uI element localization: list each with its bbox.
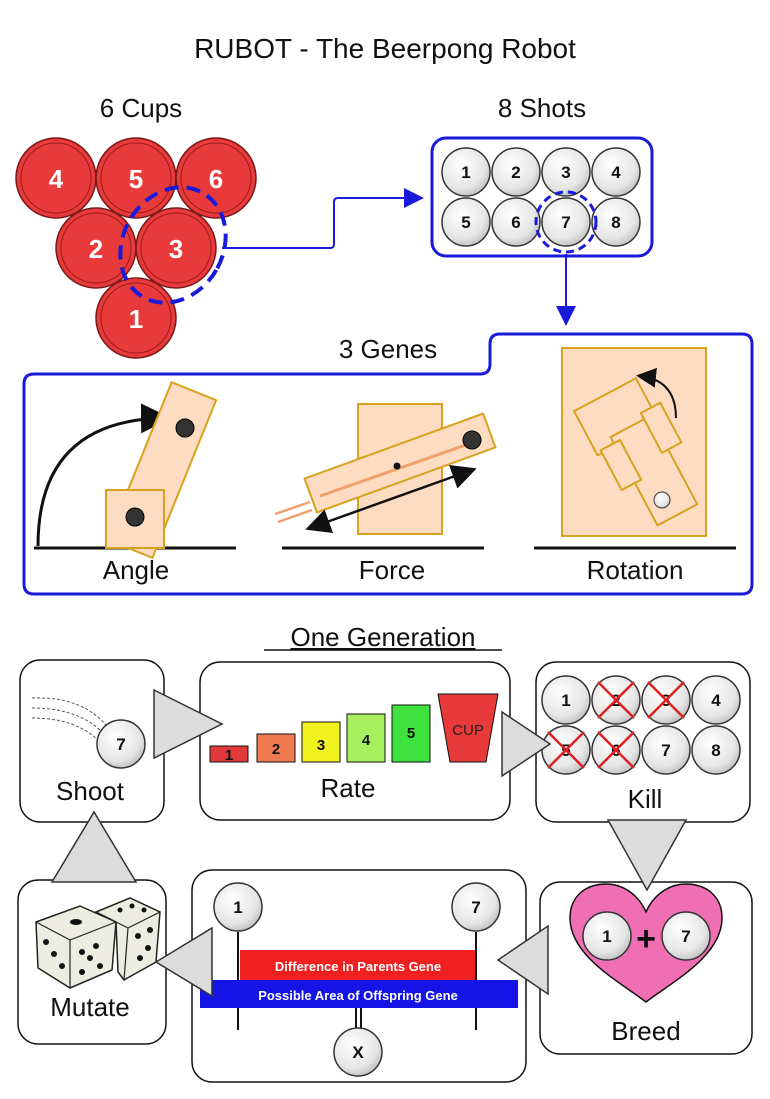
cups-to-shots-arrow: [222, 188, 424, 249]
kill-cross-marks: [547, 681, 685, 769]
arrow-shoot-to-rate: [153, 688, 224, 760]
shot-number: 3: [561, 163, 570, 182]
cup-number: 1: [129, 304, 143, 334]
kill-ball: 8: [691, 725, 741, 775]
rate-label: Rate: [321, 773, 376, 803]
rate-bar-label: 5: [407, 725, 415, 742]
possible-label: Possible Area of Offspring Gene: [258, 988, 458, 1003]
generation-title: One Generation: [290, 622, 475, 652]
rate-cup: [437, 693, 499, 763]
crossover-left-number: 1: [233, 898, 242, 917]
shots-label: 8 Shots: [498, 93, 586, 123]
cup-number: 2: [89, 234, 103, 264]
angle-gene-illustration: [34, 380, 236, 560]
offspring-ball: X: [333, 1027, 383, 1077]
arrow-crossover-to-mutate: [154, 926, 213, 998]
cup-3: 3: [135, 207, 217, 289]
flow-arrows: [50, 688, 688, 998]
mutate-label: Mutate: [50, 992, 130, 1022]
kill-number: 1: [561, 691, 570, 710]
difference-bar: [240, 950, 475, 980]
shot-number: 1: [461, 163, 470, 182]
shot-number: 6: [511, 213, 520, 232]
breed-parent-left: 1: [582, 911, 632, 961]
cup-number: 6: [209, 164, 223, 194]
shot-number: 2: [511, 163, 520, 182]
shoot-trajectory: [31, 697, 111, 741]
rate-bar-label: 3: [317, 737, 325, 754]
shot-number: 8: [611, 213, 620, 232]
angle-label: Angle: [103, 555, 170, 585]
kill-number: 7: [661, 741, 670, 760]
kill-number: 8: [711, 741, 720, 760]
cup-5: 5: [95, 137, 177, 219]
crossover-parent-left: 1: [213, 882, 263, 932]
shot-ball: 1: [441, 147, 491, 197]
rate-bar-label: 2: [272, 741, 280, 758]
kill-ball: 1: [541, 675, 591, 725]
rate-bars: 1 2 3 4 5 CUP: [209, 693, 499, 764]
cups-label: 6 Cups: [100, 93, 182, 123]
rate-bar-2: [256, 733, 296, 763]
rate-bar-4: [346, 713, 386, 763]
kill-label: Kill: [628, 784, 663, 814]
arrow-mutate-to-shoot: [50, 810, 138, 883]
cup-4: 4: [15, 137, 97, 219]
rotation-label: Rotation: [587, 555, 684, 585]
shoot-ball-number: 7: [116, 735, 125, 754]
cup-number: 5: [129, 164, 143, 194]
breed-right-number: 7: [681, 927, 690, 946]
shot-number: 4: [611, 163, 621, 182]
kill-ball: 4: [691, 675, 741, 725]
rate-bar-label: 1: [225, 747, 233, 764]
breed-parent-right: 7: [661, 911, 711, 961]
cup-number: 3: [169, 234, 183, 264]
difference-label: Difference in Parents Gene: [275, 959, 441, 974]
force-label: Force: [359, 555, 425, 585]
rotation-gene-illustration: [534, 347, 736, 550]
rate-bar-3: [301, 721, 341, 763]
force-gene-illustration: [274, 403, 497, 550]
shoot-ball: 7: [96, 719, 146, 769]
kill-ball: 7: [641, 725, 691, 775]
rate-bar-1: [209, 745, 249, 763]
shot-ball: 2: [491, 147, 541, 197]
rate-bar-5: [391, 704, 431, 763]
shot-number: 5: [461, 213, 470, 232]
breed-label: Breed: [611, 1016, 680, 1046]
cup-2: 2: [55, 207, 137, 289]
crossover-parent-right: 7: [451, 882, 501, 932]
shot-ball: 4: [591, 147, 641, 197]
shot-ball: 7: [541, 197, 591, 247]
cup-number: 4: [49, 164, 64, 194]
genes-label: 3 Genes: [339, 334, 437, 364]
kill-number: 4: [711, 691, 721, 710]
arrow-breed-to-crossover: [496, 924, 549, 996]
possible-area-bar: [200, 980, 518, 1008]
shots-grid: 1 2 3 4 5 6 7 8: [441, 147, 641, 254]
crossover-right-number: 7: [471, 898, 480, 917]
rate-cup-label: CUP: [452, 722, 484, 739]
cups-group: 4 5 6 2 3 1: [15, 137, 257, 359]
shot-number: 7: [561, 213, 570, 232]
cup-1: 1: [95, 277, 177, 359]
shot-ball: 3: [541, 147, 591, 197]
offspring-label: X: [352, 1043, 364, 1062]
shot-selection-outline: [534, 190, 598, 254]
shot-ball: 5: [441, 197, 491, 247]
breed-plus: +: [636, 920, 656, 958]
cups-selection-outline: [118, 185, 228, 305]
breed-left-number: 1: [602, 927, 611, 946]
rate-bar-label: 4: [362, 732, 371, 749]
shoot-label: Shoot: [56, 776, 125, 806]
shot-ball: 8: [591, 197, 641, 247]
dice-icon: [35, 897, 161, 989]
page-title: RUBOT - The Beerpong Robot: [194, 33, 576, 64]
kill-grid: 1 2 3 4 5 6 7 8: [541, 675, 741, 775]
arrow-kill-to-breed: [606, 819, 688, 892]
cup-6: 6: [175, 137, 257, 219]
shot-ball: 6: [491, 197, 541, 247]
arrow-rate-to-kill: [501, 710, 552, 778]
